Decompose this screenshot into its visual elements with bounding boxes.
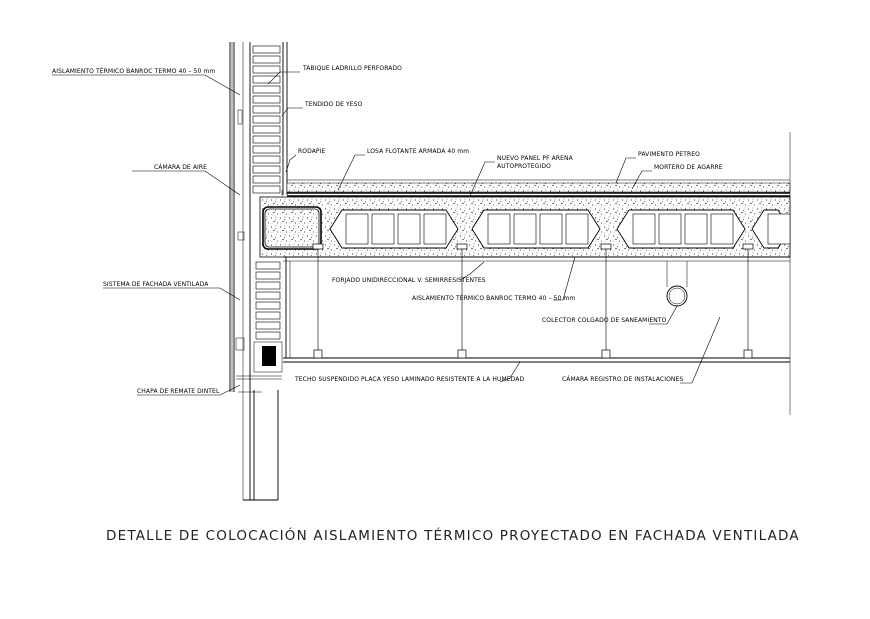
- label-sistema: SISTEMA DE FACHADA VENTILADA: [103, 281, 209, 288]
- hanger-anchor: [312, 243, 324, 250]
- label-techo: TECHO SUSPENDIDO PLACA YESO LAMINADO RES…: [294, 376, 524, 383]
- annotations: AISLAMIENTO TÉRMICO BANROC TERMO 40 – 50…: [52, 65, 723, 395]
- block-cell: [371, 213, 395, 245]
- brick-course: [252, 185, 281, 194]
- brick-course: [255, 271, 281, 280]
- label-pavimento: PAVIMENTO PETREO: [638, 151, 700, 158]
- label-forjado: FORJADO UNIDIRECCIONAL V. SEMIRRESISTENT…: [332, 277, 486, 284]
- brick-course: [252, 155, 281, 164]
- hanger-clip: [313, 349, 323, 359]
- brick-course: [252, 45, 281, 54]
- label-losa: LOSA FLOTANTE ARMADA 40 mm: [367, 148, 469, 155]
- label-aislamiento-top: AISLAMIENTO TÉRMICO BANROC TERMO 40 – 50…: [52, 67, 215, 75]
- hanger-clip: [601, 349, 611, 359]
- label-panel-1: NUEVO PANEL PF ARENA: [497, 155, 574, 162]
- brick-course: [252, 135, 281, 144]
- brick-course: [252, 55, 281, 64]
- block-cell: [632, 213, 656, 245]
- brick-course: [252, 85, 281, 94]
- lintel-detail: [235, 109, 283, 393]
- label-mortero: MORTERO DE AGARRE: [654, 164, 723, 171]
- slab-underside: [283, 256, 790, 358]
- label-colector: COLECTOR COLGADO DE SANEAMIENTO: [542, 317, 667, 324]
- brick-course: [255, 331, 281, 340]
- label-tendido: TENDIDO DE YESO: [304, 101, 363, 108]
- suspended-ceiling: [283, 243, 790, 363]
- sanitation-collector: [666, 261, 688, 307]
- block-cell: [684, 213, 708, 245]
- perforated-brick-lower: [255, 261, 281, 340]
- hanger-clip: [457, 349, 467, 359]
- brick-course: [252, 175, 281, 184]
- brick-course: [255, 301, 281, 310]
- block-cell: [658, 213, 682, 245]
- brick-course: [255, 321, 281, 330]
- drawing-title: DETALLE DE COLOCACIÓN AISLAMIENTO TÉRMIC…: [106, 526, 800, 544]
- slab-hollow-blocks: [329, 209, 791, 249]
- block-cell: [710, 213, 734, 245]
- brick-course: [252, 75, 281, 84]
- facade-wall: [229, 42, 288, 501]
- block-cell: [767, 213, 791, 245]
- brick-course: [255, 261, 281, 270]
- label-aislamiento-mid: AISLAMIENTO TÉRMICO BANROC TERMO 40 – 50…: [412, 294, 575, 302]
- block-cell: [539, 213, 563, 245]
- brick-course: [255, 281, 281, 290]
- hanger-anchor: [742, 243, 754, 250]
- label-rodapie: RODAPIE: [298, 148, 325, 155]
- hanger-anchor: [456, 243, 468, 250]
- hanger-clip: [743, 349, 753, 359]
- block-cell: [345, 213, 369, 245]
- label-camara-registro: CÁMARA REGISTRO DE INSTALACIONES: [562, 376, 683, 383]
- label-panel-2: AUTOPROTEGIDO: [497, 163, 551, 170]
- brick-course: [252, 115, 281, 124]
- floor-buildup: [281, 132, 791, 415]
- block-cell: [397, 213, 421, 245]
- label-tabique: TABIQUE LADRILLO PERFORADO: [302, 65, 402, 72]
- block-cell: [513, 213, 537, 245]
- brick-course: [252, 125, 281, 134]
- brick-course: [255, 311, 281, 320]
- block-cell: [487, 213, 511, 245]
- brick-course: [252, 95, 281, 104]
- perforated-brick-upper: [252, 45, 281, 194]
- brick-course: [252, 65, 281, 74]
- block-cell: [423, 213, 447, 245]
- block-cell: [565, 213, 589, 245]
- label-chapa: CHAPA DE REMATE DINTEL: [137, 388, 220, 395]
- leader-lines: [52, 71, 721, 396]
- label-camara-aire: CÁMARA DE AIRE: [154, 164, 207, 171]
- hanger-anchor: [600, 243, 612, 250]
- brick-course: [252, 105, 281, 114]
- brick-course: [252, 145, 281, 154]
- brick-course: [255, 291, 281, 300]
- brick-course: [252, 165, 281, 174]
